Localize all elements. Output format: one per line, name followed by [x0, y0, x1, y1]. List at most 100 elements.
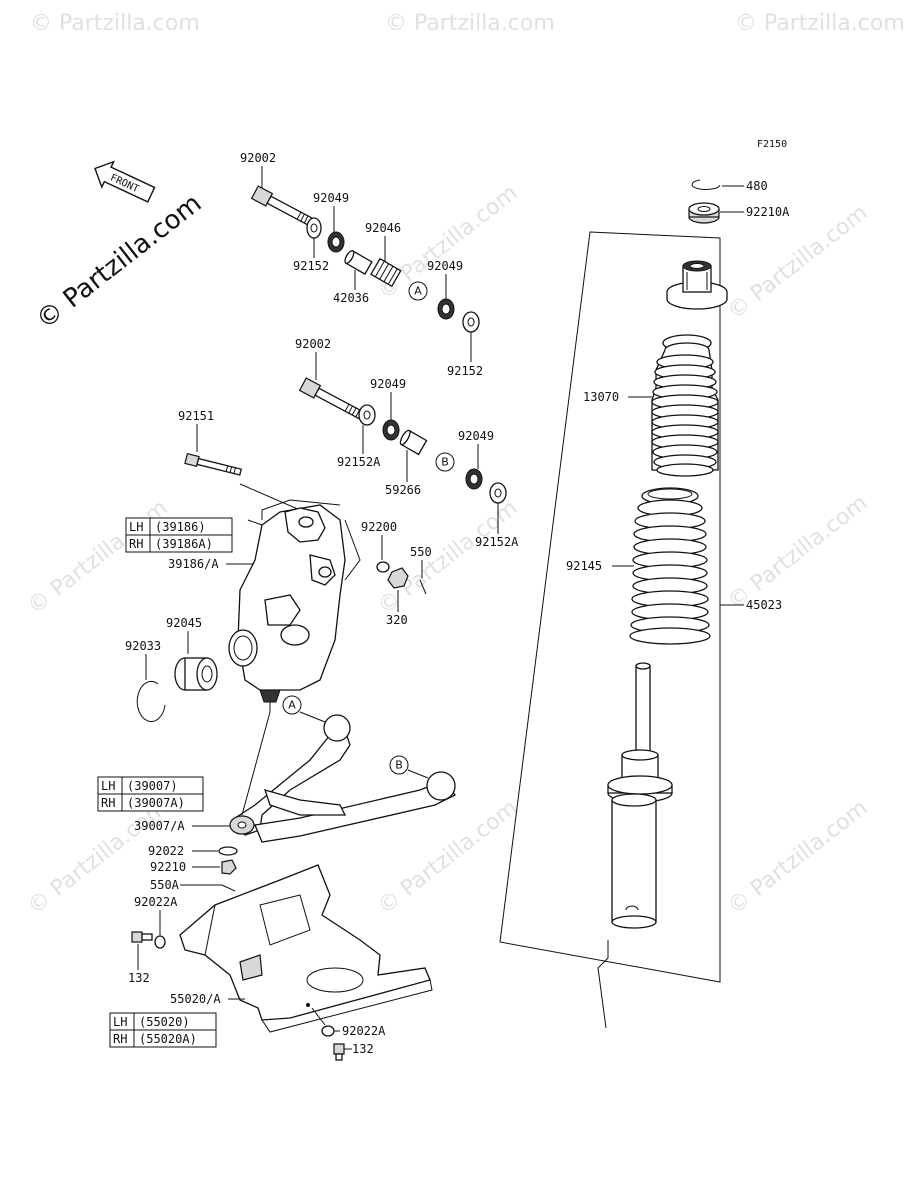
callout-92152A: 92152A — [475, 535, 519, 549]
ref-marker-b — [435, 452, 455, 472]
callout-320: 320 — [386, 613, 408, 627]
spring-92145 — [629, 487, 711, 645]
watermark: © Partzilla.com — [30, 11, 200, 36]
callout-92152: 92152 — [447, 364, 483, 378]
callout-92022: 92022 — [148, 844, 184, 858]
collar-42036 — [344, 250, 373, 275]
nut-320 — [387, 567, 409, 589]
watermark: © Partzilla.com — [373, 181, 522, 305]
ref-marker-a-label: A — [414, 285, 422, 298]
shock-assembly-frame — [499, 231, 721, 983]
nut-92210A — [688, 202, 720, 224]
callout-132: 132 — [352, 1042, 374, 1056]
watermark: © Partzilla.com — [735, 11, 905, 36]
washer-92022A — [154, 935, 166, 949]
ref-marker-b2-label: B — [395, 759, 403, 772]
side-part-rh: (39186A) — [155, 537, 213, 551]
bushing-59266 — [399, 429, 428, 456]
callout-92022A: 92022A — [342, 1024, 386, 1038]
washer-92200 — [376, 561, 390, 573]
side-table-guard: LH (55020) RH (55020A) — [109, 1012, 217, 1048]
callout-92002: 92002 — [240, 151, 276, 165]
side-table-knuckle: LH (39186) RH (39186A) — [125, 517, 233, 553]
boot-13070 — [651, 334, 719, 477]
brand-watermark: © Partzilla.com — [31, 188, 208, 335]
callout-13070: 13070 — [583, 390, 619, 404]
ref-marker-a2-label: A — [288, 699, 296, 712]
skid-guard-55020 — [179, 864, 433, 1033]
watermark: © Partzilla.com — [23, 496, 172, 620]
washer-92022 — [218, 846, 238, 856]
watermark: © Partzilla.com — [723, 491, 872, 615]
watermark: © Partzilla.com — [723, 201, 872, 325]
ref-marker-b-label: B — [441, 456, 449, 469]
bolt-132-b — [333, 1043, 345, 1061]
side-part-rh: (55020A) — [139, 1032, 197, 1046]
damper-body — [607, 662, 673, 929]
washer-92152-b — [462, 311, 480, 333]
callout-92152A: 92152A — [337, 455, 381, 469]
callout-92022A: 92022A — [134, 895, 178, 909]
callout-92046: 92046 — [365, 221, 401, 235]
callout-59266: 59266 — [385, 483, 421, 497]
callout-92049: 92049 — [458, 429, 494, 443]
side-label-lh: LH — [113, 1015, 127, 1029]
side-table-arm: LH (39007) RH (39007A) — [97, 776, 204, 812]
bolt-92002-b — [298, 377, 366, 421]
side-label-lh: LH — [129, 520, 143, 534]
bearing-92045 — [174, 657, 218, 691]
side-label-rh: RH — [113, 1032, 127, 1046]
watermark: © Partzilla.com — [385, 11, 555, 36]
side-label-rh: RH — [101, 796, 115, 810]
callout-39007A: 39007/A — [134, 819, 185, 833]
pivot-group-b — [298, 377, 507, 504]
bolt-132-a — [131, 931, 153, 943]
bolt-92151 — [184, 452, 243, 476]
knuckle-39186 — [228, 504, 346, 712]
callout-55020A: 55020/A — [170, 992, 221, 1006]
callout-92045: 92045 — [166, 616, 202, 630]
callout-92033: 92033 — [125, 639, 161, 653]
washer-92152A-b — [489, 482, 507, 504]
callout-42036: 42036 — [333, 291, 369, 305]
bearing-92046 — [370, 257, 402, 288]
callout-92152: 92152 — [293, 259, 329, 273]
front-arrow-icon: FRONT — [94, 160, 156, 203]
ref-marker-a2 — [282, 695, 302, 715]
side-label-rh: RH — [129, 537, 143, 551]
ref-marker-b2 — [389, 755, 409, 775]
callout-550: 550 — [410, 545, 432, 559]
callout-92002: 92002 — [295, 337, 331, 351]
callout-92151: 92151 — [178, 409, 214, 423]
callout-92200: 92200 — [361, 520, 397, 534]
callout-92210: 92210 — [150, 860, 186, 874]
callout-92049: 92049 — [370, 377, 406, 391]
callout-39186A: 39186/A — [168, 557, 219, 571]
circlip-480 — [691, 179, 721, 190]
washer-92152 — [306, 217, 322, 239]
callout-45023: 45023 — [746, 598, 782, 612]
callout-92145: 92145 — [566, 559, 602, 573]
side-label-lh: LH — [101, 779, 115, 793]
a-arm-39007 — [229, 714, 456, 843]
nut-92210 — [221, 859, 237, 875]
circlip-92033 — [136, 681, 166, 722]
callout-132: 132 — [128, 971, 150, 985]
side-part-lh: (39186) — [155, 520, 206, 534]
figure-code: F2150 — [757, 139, 787, 150]
washer-92022A-b — [321, 1025, 335, 1037]
pivot-group-a — [250, 185, 480, 333]
callout-480: 480 — [746, 179, 768, 193]
side-part-rh: (39007A) — [127, 796, 185, 810]
side-part-lh: (39007) — [127, 779, 178, 793]
callout-92049: 92049 — [313, 191, 349, 205]
side-part-lh: (55020) — [139, 1015, 190, 1029]
ref-marker-a — [408, 281, 428, 301]
callout-550A: 550A — [150, 878, 180, 892]
washer-92152A — [358, 404, 376, 426]
callout-92049: 92049 — [427, 259, 463, 273]
upper-mount — [666, 260, 728, 310]
watermark: © Partzilla.com — [723, 796, 872, 920]
callout-92210A: 92210A — [746, 205, 790, 219]
watermark: © Partzilla.com — [373, 496, 522, 620]
